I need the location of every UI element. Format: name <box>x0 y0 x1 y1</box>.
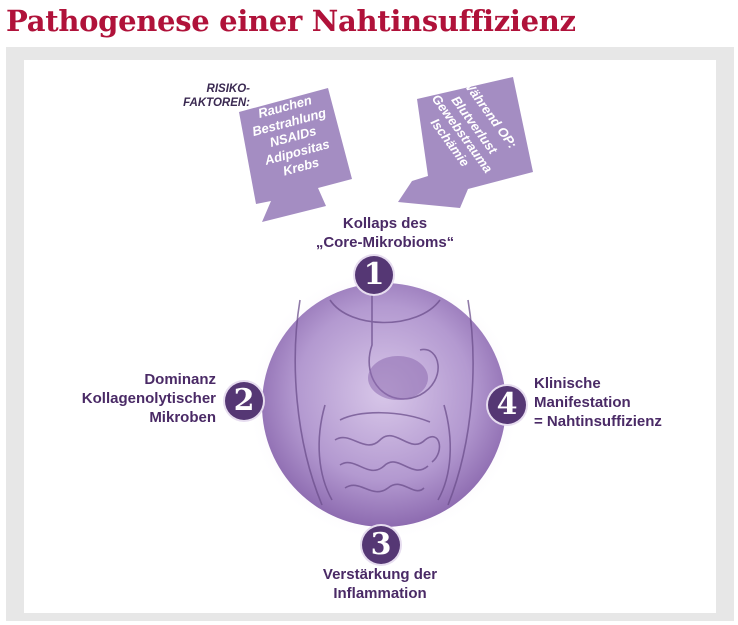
page-title: Pathogenese einer Nahtinsuffizienz <box>6 4 576 38</box>
step-1-badge: 1 <box>355 256 393 294</box>
step-2-label: Dominanz Kollagenolytischer Mikroben <box>81 371 216 426</box>
risk-factors-heading: RISIKO- FAKTOREN: <box>183 83 250 109</box>
during-op-arrow <box>398 77 533 208</box>
stomach-shape <box>368 356 428 400</box>
step-3-badge: 3 <box>362 526 400 564</box>
abdomen-orb <box>262 283 506 527</box>
abdomen-illustration <box>294 290 474 506</box>
risk-factor-arrow <box>239 88 352 222</box>
step-1-label: Kollaps des „Core-Mikrobioms“ <box>315 215 455 251</box>
step-4-badge: 4 <box>488 386 526 424</box>
step-2-badge: 2 <box>225 382 263 420</box>
step-4-label: Klinische Manifestation = Nahtinsuffizie… <box>534 375 662 430</box>
step-3-label: Verstärkung der Inflammation <box>322 566 438 602</box>
